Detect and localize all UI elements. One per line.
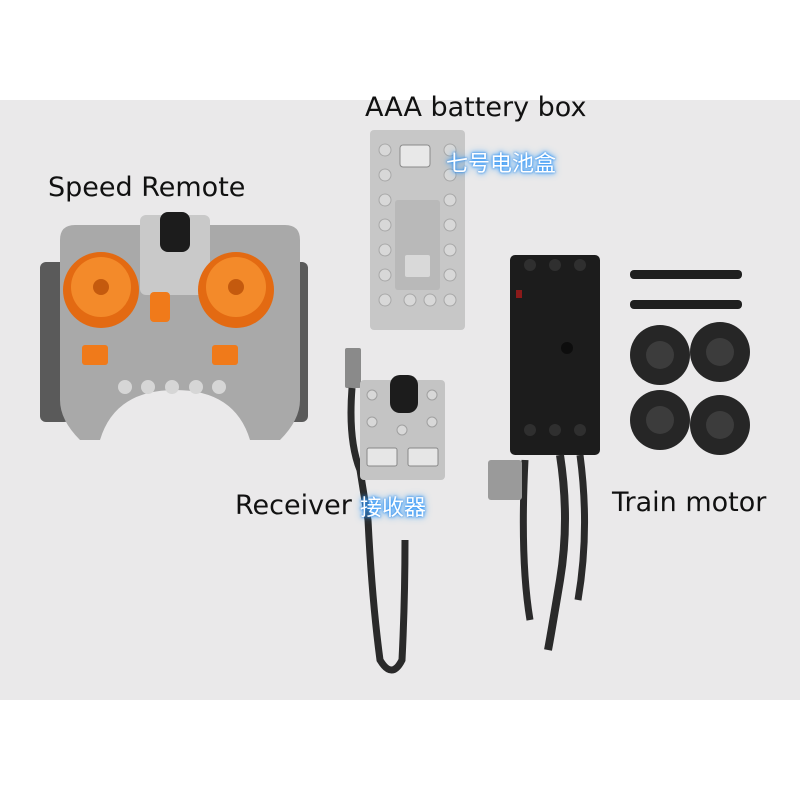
train-motor-image (488, 255, 600, 651)
speed-remote-label: Speed Remote (48, 172, 246, 203)
speed-remote-image (40, 212, 308, 440)
receiver-image (345, 348, 445, 674)
train-motor-label: Train motor (612, 487, 767, 518)
axles-and-wheels-image (630, 270, 750, 455)
battery-box-label: AAA battery box (365, 92, 587, 123)
battery-box-label-cn: 七号电池盒 (446, 152, 557, 177)
receiver-label: Receiver (235, 490, 352, 521)
receiver-label-cn: 接收器 (360, 496, 427, 521)
battery-box-image (370, 130, 465, 330)
